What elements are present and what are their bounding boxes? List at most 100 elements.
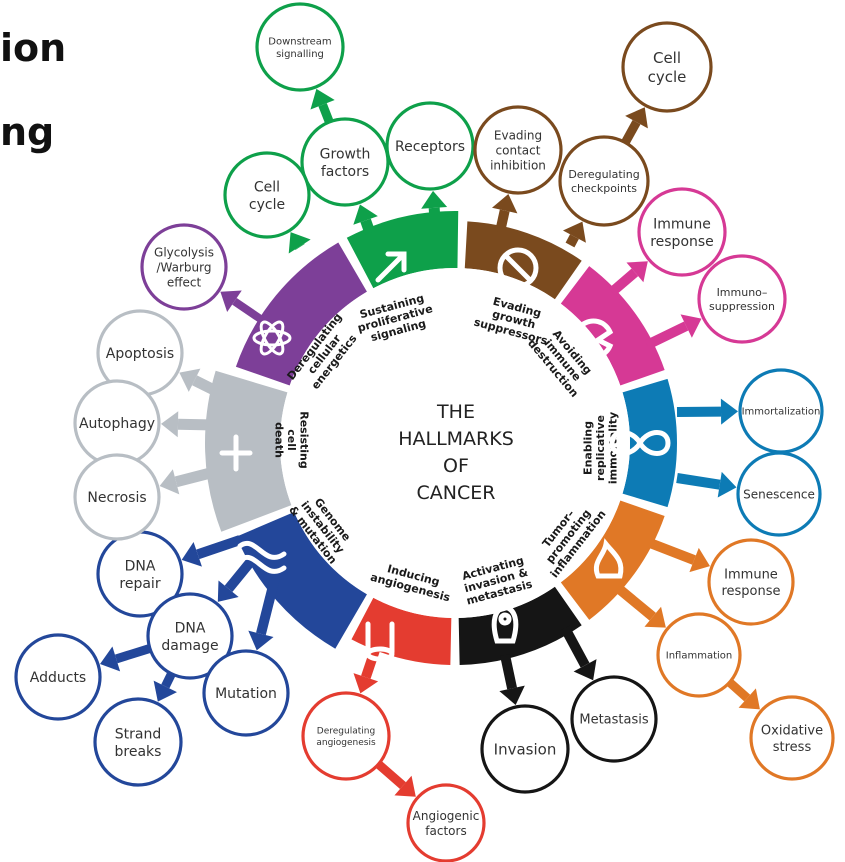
node-immune-response-pink: Immune response — [637, 187, 727, 277]
node-circle — [301, 691, 391, 781]
arrow-to-angiogenic-factors — [375, 760, 416, 797]
arrow-icon — [375, 251, 407, 283]
cell-invasion-icon — [491, 604, 519, 644]
arrow-to-downstream-signalling — [310, 88, 335, 124]
node-necrosis: Necrosis — [73, 453, 161, 541]
segment-inflammation — [560, 500, 665, 620]
node-label: Immune — [724, 568, 778, 583]
node-label: Autophagy — [79, 416, 155, 432]
node-circle — [749, 695, 835, 781]
node-label: Immortalization — [742, 407, 821, 418]
node-label: Cell — [653, 49, 681, 67]
node-label: Cell — [254, 179, 280, 195]
atom-icon — [252, 320, 292, 356]
node-label: Deregulating — [568, 168, 639, 181]
arrow-to-immune-response-pink — [608, 261, 648, 296]
center-title-line-4: CANCER — [417, 482, 496, 504]
arrow-to-glycolysis-warburg — [220, 290, 265, 324]
center-disc — [280, 268, 630, 618]
node-circle — [202, 649, 290, 737]
arrow-to-metastasis — [560, 625, 597, 681]
node-label: Oxidative — [761, 724, 823, 739]
arrow-to-necrosis — [159, 464, 224, 495]
node-label: Evading — [494, 128, 542, 142]
arrow-to-cell-cycle-brown — [621, 107, 648, 145]
node-label: contact — [496, 143, 541, 157]
arrow-to-strand-breaks — [153, 671, 177, 702]
node-label: Necrosis — [87, 490, 146, 506]
node-label: Adducts — [30, 670, 86, 686]
node-label: Strand — [115, 726, 161, 742]
node-circle — [558, 135, 650, 227]
hallmark-label-line: cell — [285, 429, 298, 451]
hallmark-label-line: replicative — [594, 415, 607, 481]
hallmark-label-line: Resisting — [298, 411, 311, 469]
arrow-to-immune-response-orange — [648, 538, 710, 573]
node-label: signalling — [276, 49, 324, 60]
node-label: breaks — [115, 744, 162, 760]
node-label: cycle — [648, 68, 687, 86]
segment-genome-instability — [236, 511, 367, 649]
node-label: Angiogenic — [413, 809, 480, 823]
node-circle — [255, 2, 345, 92]
node-label: Immune — [653, 216, 711, 232]
node-label: angiogenesis — [316, 738, 376, 748]
arrow-to-deregulating-angiogenesis — [353, 648, 380, 694]
arrow-to-inflammation — [614, 584, 666, 628]
node-circle — [637, 187, 727, 277]
node-label: Invasion — [494, 740, 557, 758]
prohibition-icon — [497, 247, 539, 289]
node-label: stress — [773, 740, 812, 755]
node-circle — [300, 117, 390, 207]
node-circle — [570, 675, 658, 763]
node-adducts: Adducts — [14, 633, 102, 721]
hallmark-label-line: death — [273, 422, 286, 458]
arrow-to-oxidative-stress — [726, 678, 760, 710]
arrow-to-evading-contact-inhibition — [492, 193, 518, 234]
node-circle — [406, 783, 486, 862]
node-label: cycle — [249, 197, 285, 213]
node-label: DNA — [175, 620, 206, 636]
node-label: checkpoints — [571, 182, 637, 195]
node-circle — [707, 538, 795, 626]
node-autophagy: Autophagy — [73, 379, 161, 467]
center-title-line-3: OF — [443, 455, 469, 477]
node-label: response — [650, 234, 714, 250]
node-circle — [385, 101, 475, 191]
arrow-to-adducts — [100, 644, 152, 672]
segment-growth-suppressors — [464, 221, 582, 300]
hallmark-icons — [219, 247, 671, 662]
segment-immune-destruction — [560, 266, 665, 386]
center-title-line-2: HALLMARKS — [398, 428, 514, 450]
node-circle — [480, 704, 570, 794]
node-label: Receptors — [395, 139, 465, 155]
segment-replicative-immortality — [622, 378, 677, 508]
node-circle — [146, 592, 234, 680]
node-label: repair — [119, 576, 160, 592]
arrow-to-dna-damage — [217, 556, 256, 602]
node-apoptosis: Apoptosis — [96, 309, 184, 397]
arrow-to-invasion — [499, 653, 525, 705]
node-label: Metastasis — [579, 713, 648, 728]
node-circle — [14, 633, 102, 721]
node-cell-cycle-green: Cell cycle — [223, 151, 311, 239]
center-title-line-1: THE — [436, 401, 475, 423]
arrow-to-senescence — [676, 471, 737, 498]
node-circle — [93, 697, 183, 787]
node-immortalization: Immortalization — [738, 368, 824, 454]
center-title: THE HALLMARKS OF CANCER — [398, 401, 514, 504]
node-invasion: Invasion — [480, 704, 570, 794]
hallmark-label-line: Enabling — [582, 421, 595, 475]
node-circle — [473, 105, 563, 195]
node-label: Deregulating — [317, 727, 375, 737]
heading-line-2: ng — [0, 110, 55, 154]
node-mutation: Mutation — [202, 649, 290, 737]
